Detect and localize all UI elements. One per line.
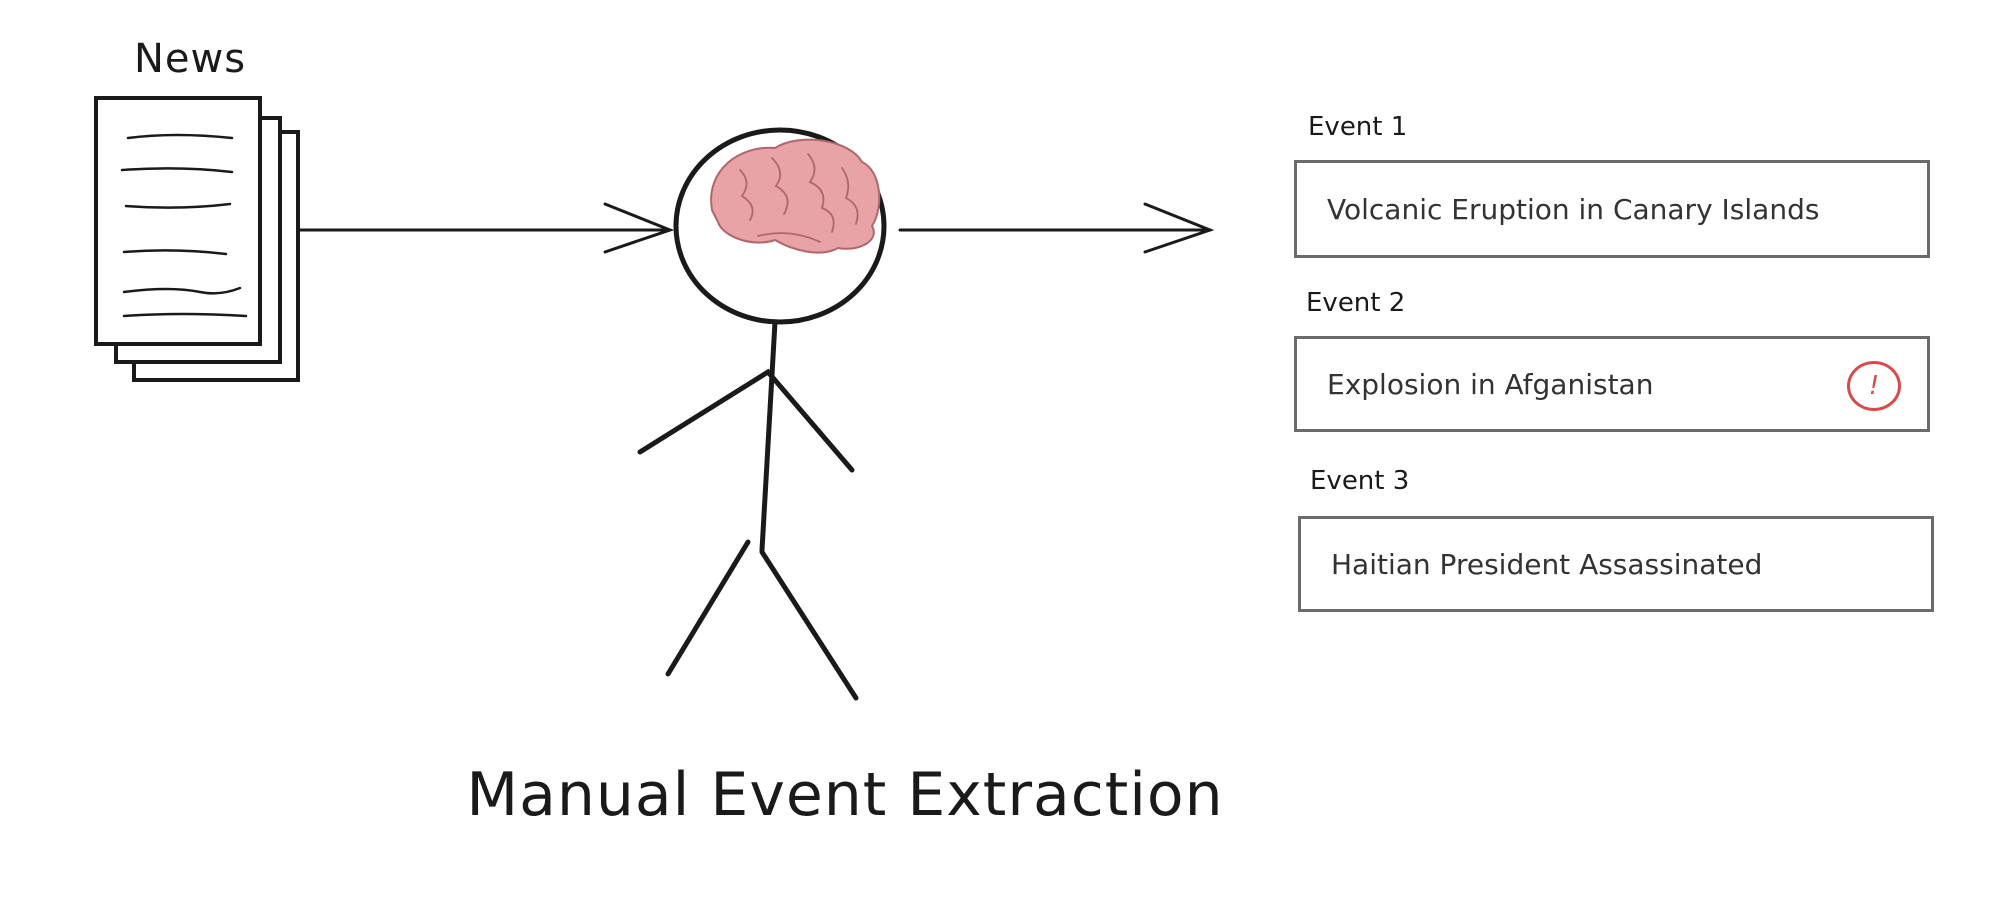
diagram-title: Manual Event Extraction [466,760,1224,830]
news-label: News [133,36,247,82]
news-documents-icon [94,96,300,382]
person-right-leg [759,549,859,701]
event-2-label: Event 2 [1306,288,1406,318]
brain-icon [710,138,881,254]
event-3-box: Haitian President Assassinated [1298,516,1934,612]
event-3-text: Haitian President Assassinated [1331,547,1763,581]
event-2-box: Explosion in Afganistan ! [1294,336,1930,432]
person-body [759,319,778,553]
news-text-lines [120,133,248,318]
arrow-news-to-person [298,202,675,254]
person-arms [637,368,855,473]
event-1-text: Volcanic Eruption in Canary Islands [1327,192,1820,226]
event-1-box: Volcanic Eruption in Canary Islands [1294,160,1930,258]
event-1-label: Event 1 [1308,112,1408,142]
event-2-text: Explosion in Afganistan [1327,367,1654,401]
event-3-label: Event 3 [1310,466,1410,496]
exclamation-circle-icon: ! [1847,361,1901,411]
arrow-person-to-events [898,202,1215,254]
person-left-leg [665,539,751,677]
